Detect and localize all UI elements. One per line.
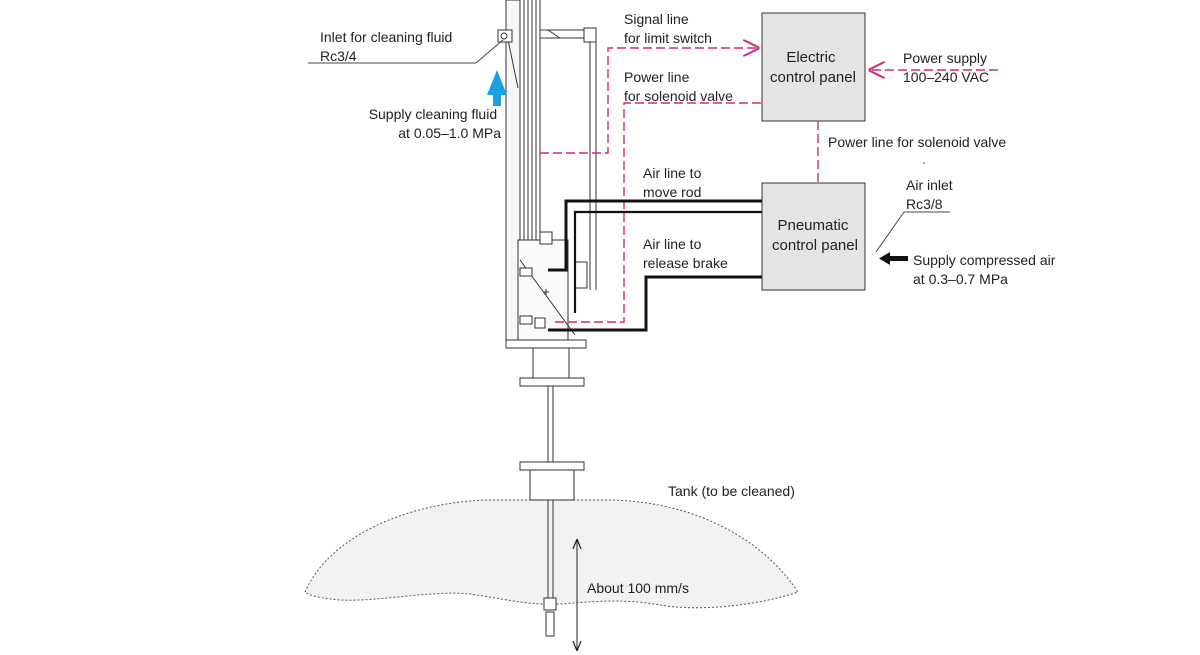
air-line-brake-label: Air line to release brake <box>643 236 728 271</box>
up-arrow-icon <box>487 70 507 96</box>
speed-label: About 100 mm/s <box>587 580 689 596</box>
electric-panel-label: Electric control panel <box>770 49 856 86</box>
power-line-solenoid-upper-label: Power line for solenoid valve <box>624 69 733 104</box>
air-lines <box>548 199 762 332</box>
tank <box>304 499 799 609</box>
supply-cleaning-fluid-label: Supply cleaning fluid at 0.05–1.0 MPa <box>369 106 502 141</box>
air-line-move-label: Air line to move rod <box>643 165 705 200</box>
signal-lines <box>540 48 998 323</box>
inlet-cleaning-fluid-label: Inlet for cleaning fluid Rc3/4 <box>320 29 456 64</box>
left-arrow-icon <box>879 252 908 265</box>
pneumatic-control-panel <box>761 182 866 291</box>
electric-control-panel <box>761 12 866 122</box>
power-line-solenoid-lower-label: Power line for solenoid valve <box>828 134 1006 150</box>
cleaning-machine <box>497 0 597 637</box>
supply-compressed-air-label: Supply compressed air at 0.3–0.7 MPa <box>913 252 1059 287</box>
power-supply-label: Power supply 100–240 VAC <box>903 50 991 85</box>
pneumatic-panel-label: Pneumatic control panel <box>772 217 858 254</box>
tank-label: Tank (to be cleaned) <box>668 483 795 499</box>
air-inlet-label: Air inlet Rc3/8 <box>906 177 957 212</box>
signal-line-label: Signal line for limit switch <box>624 11 712 46</box>
up-arrow-icon-shaft <box>493 94 501 106</box>
